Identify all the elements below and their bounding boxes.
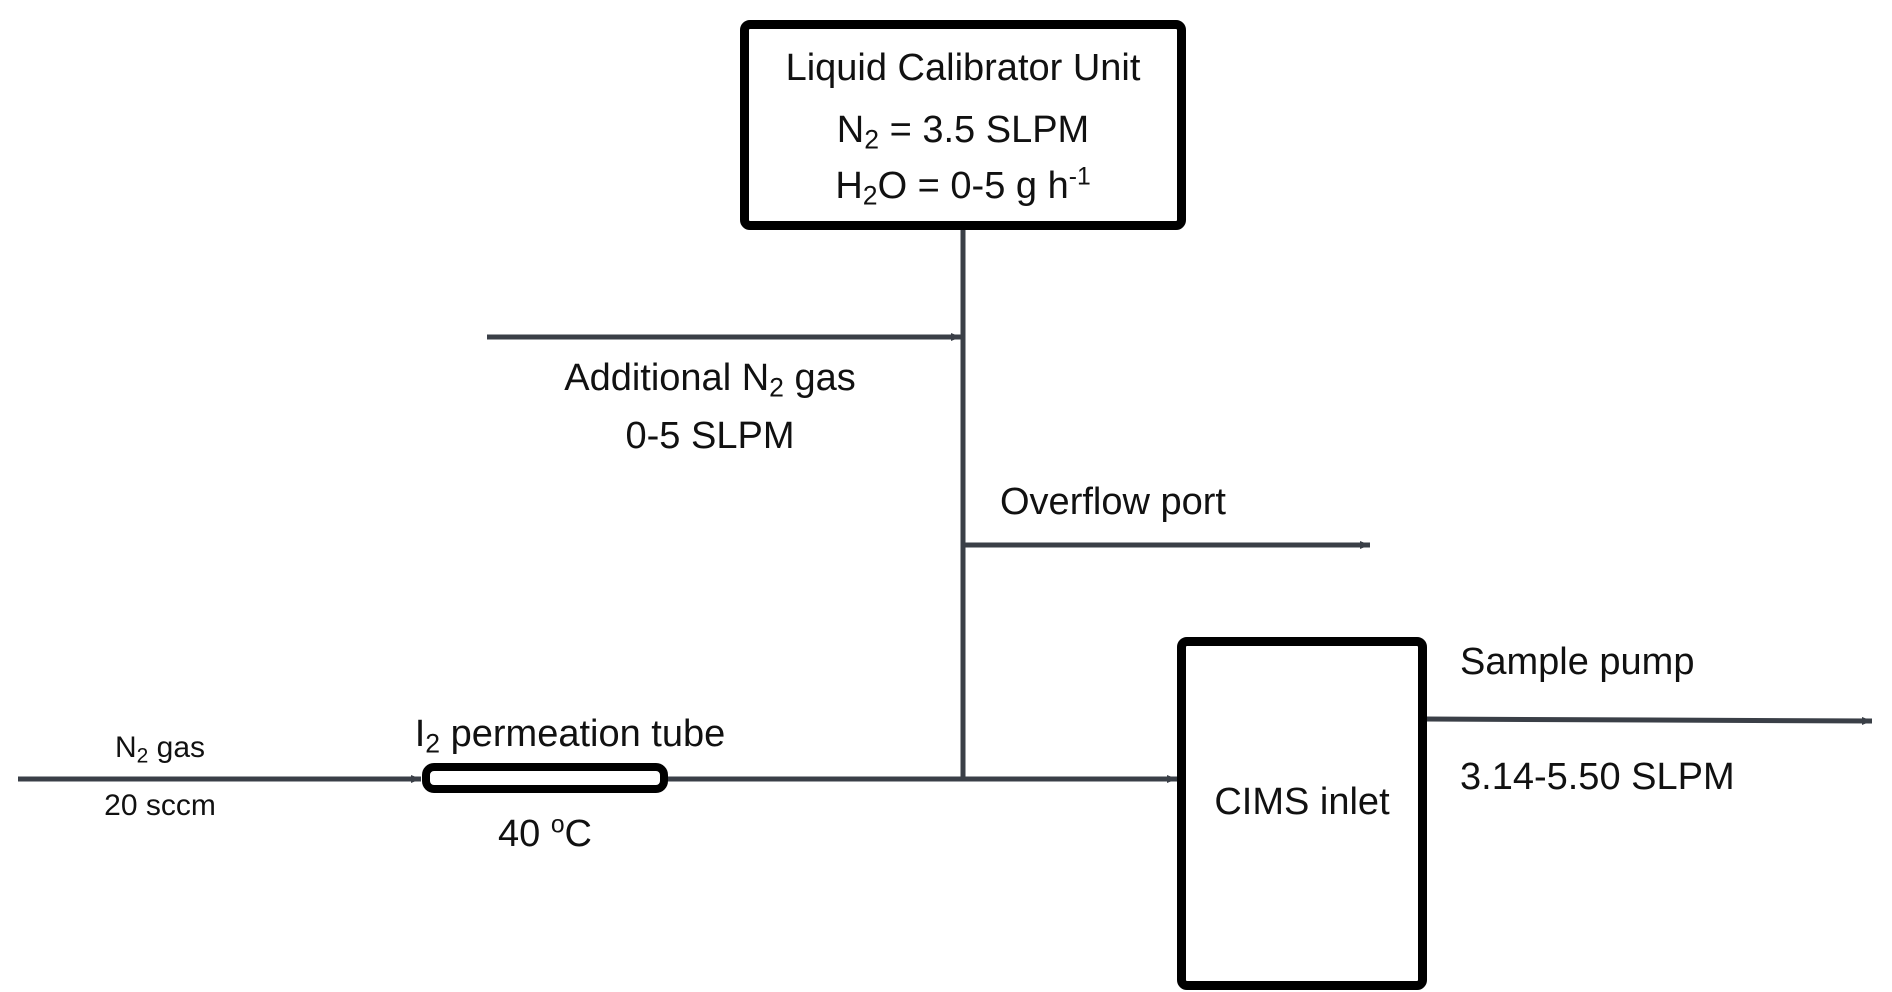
cims-inlet-label: CIMS inlet [1214, 781, 1390, 823]
permeation-tube-temp: 40 oC [497, 811, 592, 855]
liquid-calibrator-h2o: H2O = 0-5 g h-1 [835, 163, 1091, 211]
additional-n2-flow: 0-5 SLPM [625, 415, 795, 457]
permeation-tube [422, 763, 668, 793]
liquid-calibrator-box [740, 20, 1186, 230]
additional-n2-label: Additional N2 gas [564, 357, 856, 403]
liquid-calibrator-title: Liquid Calibrator Unit [785, 47, 1141, 89]
permeation-tube-label: I2 permeation tube [414, 713, 726, 759]
cims-inlet-box [1177, 637, 1427, 990]
sample-pump-flow: 3.14-5.50 SLPM [1460, 756, 1735, 798]
overflow-port-label: Overflow port [1000, 481, 1226, 523]
n2-source-label: N2 gas [114, 731, 206, 768]
liquid-calibrator-n2: N2 = 3.5 SLPM [836, 109, 1090, 155]
sample-pump-arrow [1425, 716, 1873, 725]
n2-source-flow: 20 sccm [104, 789, 216, 822]
sample-pump-label: Sample pump [1460, 641, 1695, 683]
